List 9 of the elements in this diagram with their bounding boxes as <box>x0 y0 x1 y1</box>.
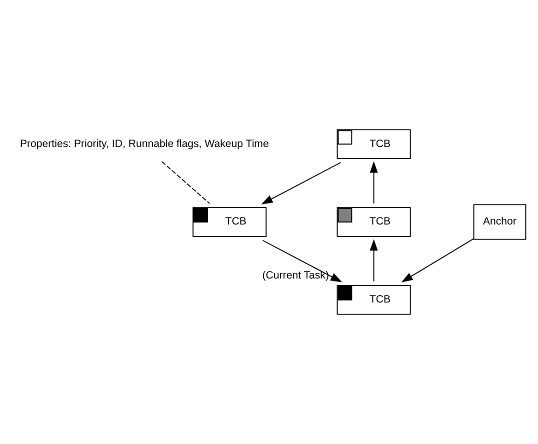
arrow <box>401 238 474 282</box>
arrow <box>261 162 342 204</box>
connector <box>161 161 210 204</box>
arrow <box>370 239 378 282</box>
arrow <box>370 161 378 204</box>
node-box: Anchor <box>473 204 526 240</box>
node-text: Properties: Priority, ID, Runnable flags, Wakeup Time <box>20 138 269 150</box>
node-label: (Current Task) <box>262 270 329 282</box>
arrow <box>262 240 342 282</box>
